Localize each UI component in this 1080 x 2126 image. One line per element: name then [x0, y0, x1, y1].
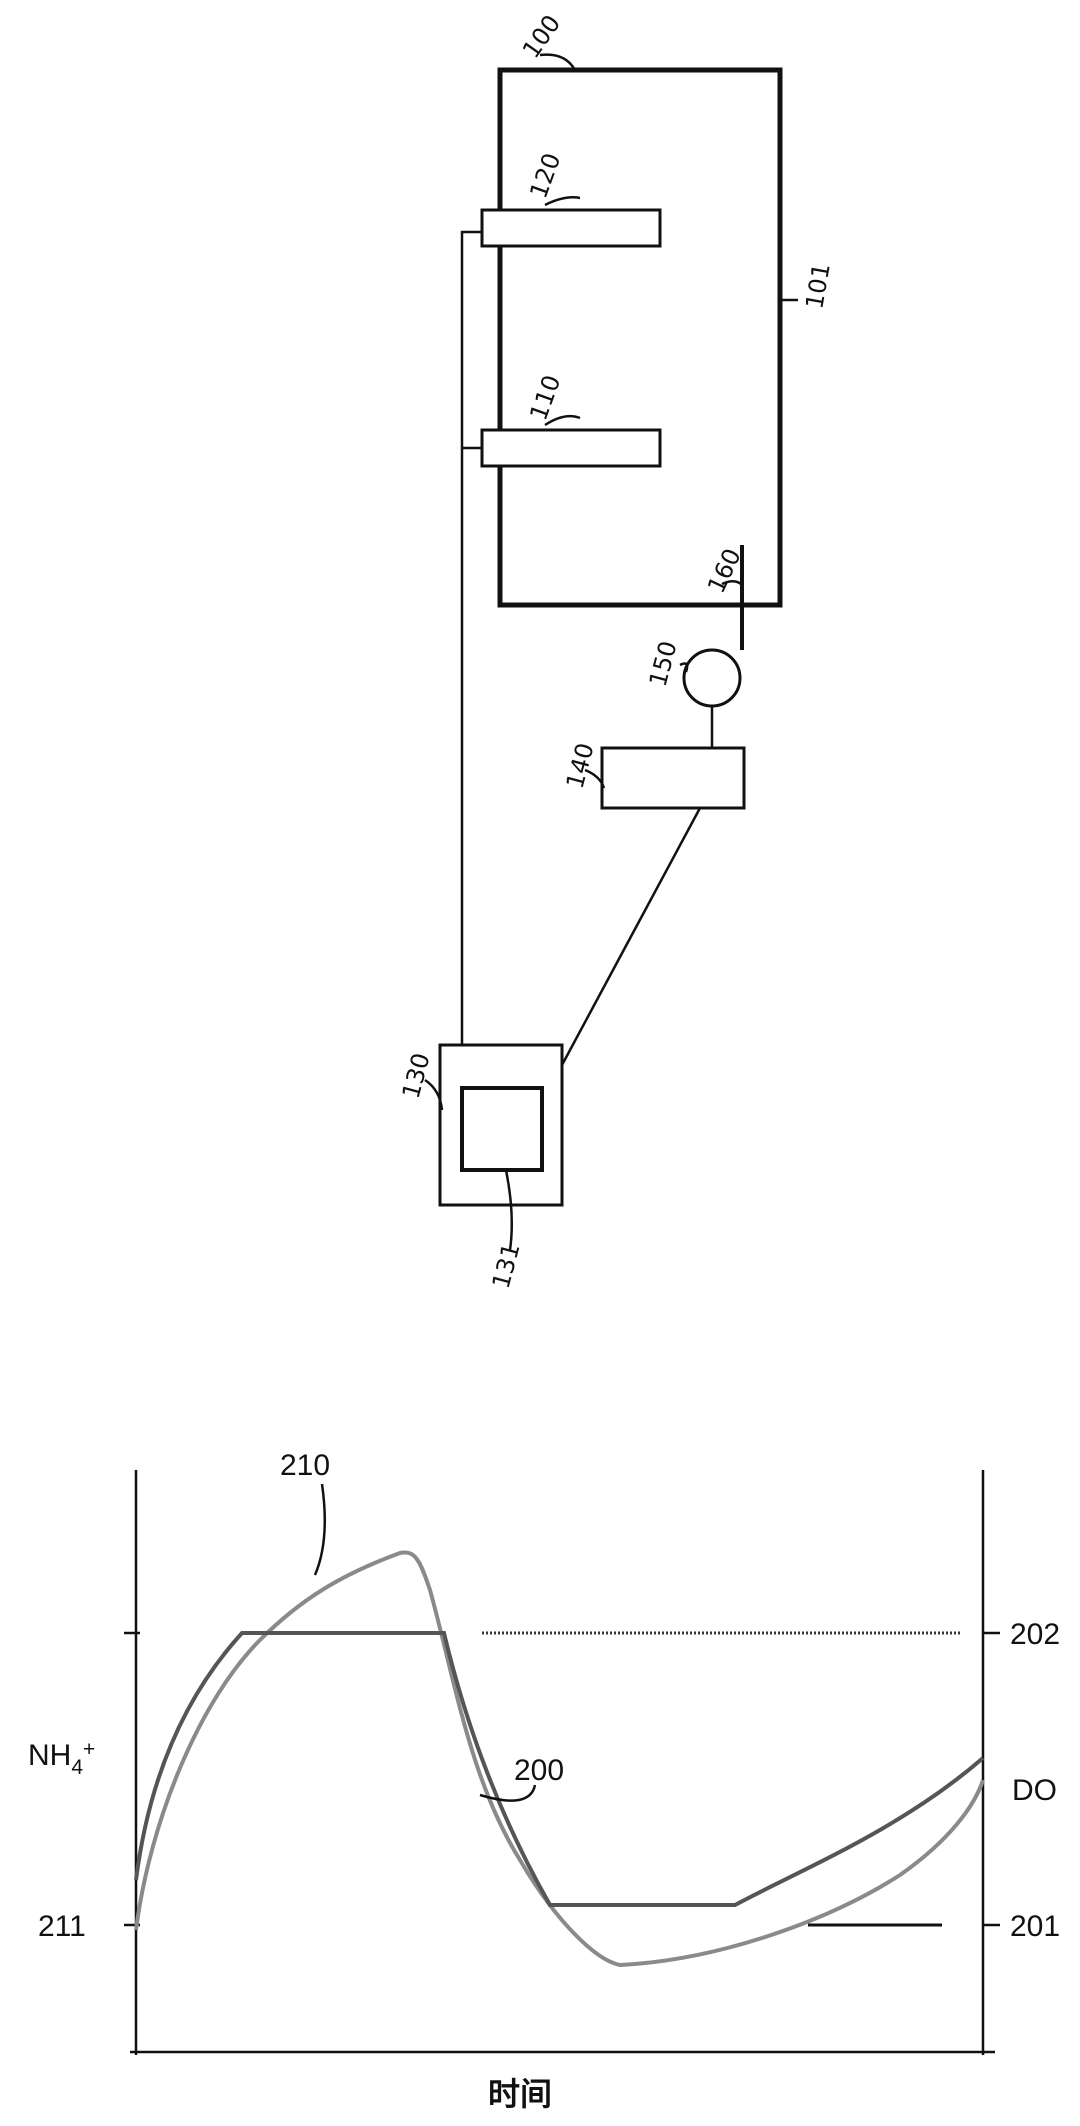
sensor-signal-line: [460, 230, 482, 1045]
tank: [497, 67, 783, 608]
leader-210: [313, 1483, 326, 1576]
time-plot: [124, 1470, 1000, 2055]
blower-control-line: [560, 807, 702, 1066]
time-axis-label: 时间: [488, 2076, 552, 2112]
label-210: 210: [280, 1449, 330, 1482]
blower-140: [600, 746, 746, 810]
leader-160: [721, 580, 743, 586]
label-200: 200: [514, 1754, 564, 1787]
label-150: 150: [644, 638, 683, 689]
sensor-120: [480, 208, 662, 248]
label-110: 110: [524, 371, 566, 424]
leader-131: [504, 1169, 514, 1251]
do-axis-label: DO: [1012, 1774, 1057, 1807]
label-130: 130: [397, 1050, 436, 1101]
nh4-main: NH: [28, 1739, 71, 1772]
label-211: 211: [38, 1910, 86, 1943]
label-101: 101: [800, 261, 836, 311]
label-131: 131: [487, 1240, 526, 1291]
sensor-110: [480, 428, 662, 468]
nh4-superscript: +: [83, 1738, 95, 1761]
leader-200: [479, 1784, 537, 1802]
nh4-subscript: 4: [71, 1756, 83, 1779]
leader-140: [584, 768, 606, 789]
leader-150: [679, 662, 689, 673]
leader-130: [424, 1078, 444, 1111]
label-201: 201: [1010, 1910, 1060, 1943]
nh4-axis-label: NH4+: [28, 1738, 95, 1779]
system-diagram: [424, 53, 798, 1251]
leader-110: [544, 414, 581, 427]
label-140: 140: [561, 740, 600, 791]
do-curve-200: [134, 1631, 985, 1907]
nh4-curve-210: [134, 1550, 985, 1968]
leader-100: [539, 53, 577, 71]
display-131: [460, 1086, 544, 1172]
label-120: 120: [524, 149, 566, 202]
valve-150: [682, 648, 742, 708]
label-202: 202: [1010, 1618, 1060, 1651]
leader-120: [544, 196, 581, 207]
